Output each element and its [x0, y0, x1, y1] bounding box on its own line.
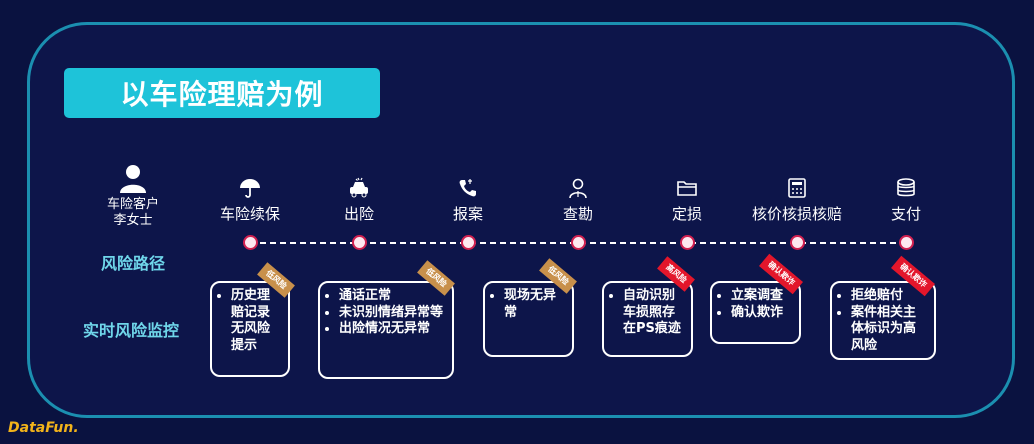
customer-block: 车险客户 李女士: [90, 163, 176, 229]
realtime-monitor-label: 实时风险监控: [82, 321, 179, 340]
umbrella-icon: [240, 179, 260, 198]
path-node: [242, 235, 258, 250]
monitor-card-renewal: 历史理赔记录无风险提示: [210, 281, 290, 377]
coins-icon: [897, 178, 915, 197]
path-node: [351, 235, 367, 250]
monitor-card-accident: 通话正常 未识别情绪异常等 出险情况无异常: [318, 281, 454, 379]
card-item: 确认欺诈: [731, 305, 793, 322]
step-label: 定损: [671, 205, 702, 223]
card-item: 现场无异常: [504, 288, 566, 321]
card-item: 拒绝赔付: [851, 288, 928, 305]
path-node: [789, 235, 805, 250]
step-label: 报案: [452, 205, 483, 223]
risk-path-label: 风险路径: [100, 254, 165, 273]
datafun-logo: DataFun.: [8, 420, 79, 436]
phone-icon: [459, 179, 476, 197]
step-verification: 核价核损核赔: [737, 177, 857, 223]
card-item: 案件相关主体标识为高风险: [851, 305, 928, 355]
user-icon: [120, 165, 146, 193]
monitor-card-payment: 拒绝赔付 案件相关主体标识为高风险: [830, 281, 936, 360]
monitor-card-assessment: 自动识别车损照存在PS痕迹: [602, 281, 693, 357]
card-item: 通话正常: [339, 288, 446, 305]
step-label: 出险: [343, 205, 374, 223]
folder-icon: [677, 181, 697, 196]
step-report: 报案: [408, 177, 528, 223]
step-survey: 查勘: [518, 177, 638, 223]
path-node: [898, 235, 914, 250]
customer-type: 车险客户: [106, 197, 159, 212]
step-payment: 支付: [846, 177, 966, 223]
card-item: 立案调查: [731, 288, 793, 305]
path-node: [570, 235, 586, 250]
calculator-icon: [788, 178, 806, 198]
card-item: 出险情况无异常: [339, 321, 446, 338]
monitor-card-verification: 立案调查 确认欺诈: [710, 281, 801, 344]
step-accident: 出险: [299, 177, 419, 223]
path-node: [460, 235, 476, 250]
step-label: 核价核损核赔: [751, 205, 842, 223]
step-renewal: 车险续保: [190, 177, 310, 223]
page-title: 以车险理赔为例: [64, 68, 380, 118]
step-label: 支付: [890, 205, 921, 223]
step-label: 车险续保: [219, 205, 280, 223]
card-item: 历史理赔记录无风险提示: [231, 288, 282, 354]
card-item: 自动识别车损照存在PS痕迹: [623, 288, 685, 338]
car-accident-icon: [350, 177, 368, 198]
customer-name: 李女士: [113, 213, 153, 228]
path-node: [679, 235, 695, 250]
card-item: 未识别情绪异常等: [339, 305, 446, 322]
step-assessment: 定损: [627, 177, 747, 223]
monitor-card-survey: 现场无异常: [483, 281, 574, 357]
inspector-icon: [569, 178, 587, 199]
step-label: 查勘: [562, 205, 593, 223]
